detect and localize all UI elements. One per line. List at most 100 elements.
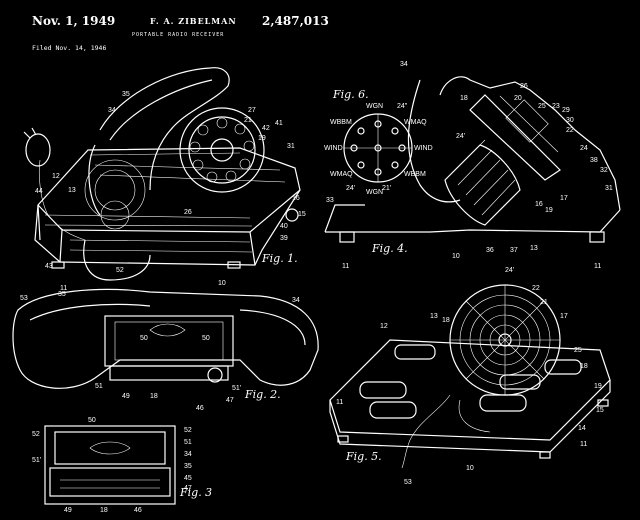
ref-numeral: 38	[590, 157, 598, 164]
ref-numeral: 31	[287, 143, 295, 150]
ref-numeral: 26	[520, 83, 528, 90]
dial-station-label: WMAQ	[330, 171, 353, 178]
figure-6-drawing: Fig. 6. WGN WBBM WMAQ WIND WIND WMAQ WBB…	[324, 88, 433, 196]
ref-numeral: 34	[108, 107, 116, 114]
ref-numeral: 51	[95, 383, 103, 390]
ref-numeral: 27	[248, 107, 256, 114]
figure-5-label: Fig. 5.	[345, 450, 382, 463]
dial-station-label: WMAQ	[404, 119, 427, 126]
figure-1-label: Fig. 1.	[261, 252, 298, 265]
ref-numeral: 46	[196, 405, 204, 412]
ref-numeral: 36	[486, 247, 494, 254]
ref-numeral: 22	[566, 127, 574, 134]
ref-numeral: 10	[218, 280, 226, 287]
ref-numeral: 19	[258, 135, 266, 142]
ref-numeral: 16	[292, 195, 300, 202]
ref-numeral: 45	[184, 475, 192, 482]
inventor-name: F. A. ZIBELMAN	[150, 16, 237, 26]
ref-numeral: 13	[530, 245, 538, 252]
ref-numeral: 50	[202, 335, 210, 342]
dial-station-label: WIND	[414, 145, 433, 152]
ref-numeral: 17	[560, 313, 568, 320]
dial-station-label: WBBM	[330, 119, 352, 126]
ref-numeral: 24'	[346, 185, 355, 192]
figure-3-label: Fig. 3	[179, 486, 212, 499]
ref-numeral: 24'	[505, 267, 514, 274]
ref-numeral: 37	[510, 247, 518, 254]
ref-numeral: 11	[594, 263, 601, 270]
ref-numeral: 13	[430, 313, 438, 320]
ref-numeral: 19	[594, 383, 602, 390]
ref-numeral: 51'	[32, 457, 41, 464]
ref-numeral: 53	[404, 479, 412, 486]
dial-station-label: WIND	[324, 145, 343, 152]
ref-numeral: 43	[45, 263, 53, 270]
ref-numeral: 52	[32, 431, 40, 438]
dial-station-label: WGN	[366, 189, 383, 196]
ref-numeral: 12	[52, 173, 60, 180]
ref-numeral: 32	[600, 167, 608, 174]
ref-numeral: 18	[150, 393, 158, 400]
ref-numeral: 18	[460, 95, 468, 102]
patent-date: Nov. 1, 1949	[32, 14, 116, 28]
ref-numeral: 51	[184, 439, 192, 446]
ref-numeral: 23	[552, 103, 560, 110]
ref-numeral: 19	[545, 207, 553, 214]
ref-numeral: 30	[566, 117, 574, 124]
figure-3-drawing: Fig. 3 50 52 51' 52 51 34 35 45 47 49 18…	[32, 417, 212, 514]
ref-numeral: 11	[60, 285, 67, 292]
figure-4-label: Fig. 4.	[371, 242, 408, 255]
ref-numeral: 11	[342, 263, 349, 270]
ref-numeral: 40	[280, 223, 288, 230]
ref-numeral: 24"	[397, 103, 408, 110]
ref-numeral: 29	[562, 107, 570, 114]
ref-numeral: 21	[244, 117, 252, 124]
ref-numeral: 11	[336, 399, 343, 406]
figure-6-label: Fig. 6.	[332, 88, 369, 101]
ref-numeral: 15	[596, 407, 604, 414]
ref-numeral: 15	[298, 211, 306, 218]
ref-numeral: 26	[184, 209, 192, 216]
ref-numeral: 52	[184, 427, 192, 434]
ref-numeral: 51'	[232, 385, 241, 392]
ref-numeral: 16	[535, 201, 543, 208]
ref-numeral: 10	[466, 465, 474, 472]
ref-numeral: 20	[514, 95, 522, 102]
patent-number: 2,487,013	[262, 14, 329, 28]
ref-numeral: 24	[580, 145, 588, 152]
ref-numeral: 17	[560, 195, 568, 202]
ref-numeral: 34	[184, 451, 192, 458]
ref-numeral: 47	[226, 397, 234, 404]
ref-numeral: 18	[100, 507, 108, 514]
ref-numeral: 49	[64, 507, 72, 514]
ref-numeral: 50	[88, 417, 96, 424]
ref-numeral: 47	[184, 485, 192, 492]
figure-5-drawing: Fig. 5. 24' 22 21 17 25 18 19 15 14 11 1…	[329, 267, 611, 486]
ref-numeral: 18	[580, 363, 588, 370]
ref-numeral: 35	[58, 291, 66, 298]
ref-numeral: 50	[140, 335, 148, 342]
ref-numeral: 44	[35, 188, 43, 195]
ref-numeral: 39	[280, 235, 288, 242]
ref-numeral: 33	[326, 197, 334, 204]
ref-numeral: 25	[574, 347, 582, 354]
ref-numeral: 42	[262, 125, 270, 132]
ref-numeral: 35	[184, 463, 192, 470]
ref-numeral: 24'	[456, 133, 465, 140]
ref-numeral: 35	[122, 91, 130, 98]
ref-numeral: 34	[292, 297, 300, 304]
ref-numeral: 53	[20, 295, 28, 302]
ref-numeral: 12	[380, 323, 388, 330]
ref-numeral: 25	[538, 103, 546, 110]
ref-numeral: 41	[275, 120, 283, 127]
ref-numeral: 10	[452, 253, 460, 260]
ref-numeral: 49	[122, 393, 130, 400]
ref-numeral: 52	[116, 267, 124, 274]
figure-2-drawing: Fig. 2. 53 35 34 50 50 51 49 18 46 47 51…	[12, 288, 319, 412]
filed-date: Filed Nov. 14, 1946	[32, 44, 107, 52]
figure-1-drawing: Fig. 1. 35 34 27 21 42 19 41 31 16 15 40…	[23, 67, 306, 292]
ref-numeral: 11	[580, 441, 587, 448]
ref-numeral: 13	[68, 187, 76, 194]
ref-numeral: 14	[578, 425, 586, 432]
